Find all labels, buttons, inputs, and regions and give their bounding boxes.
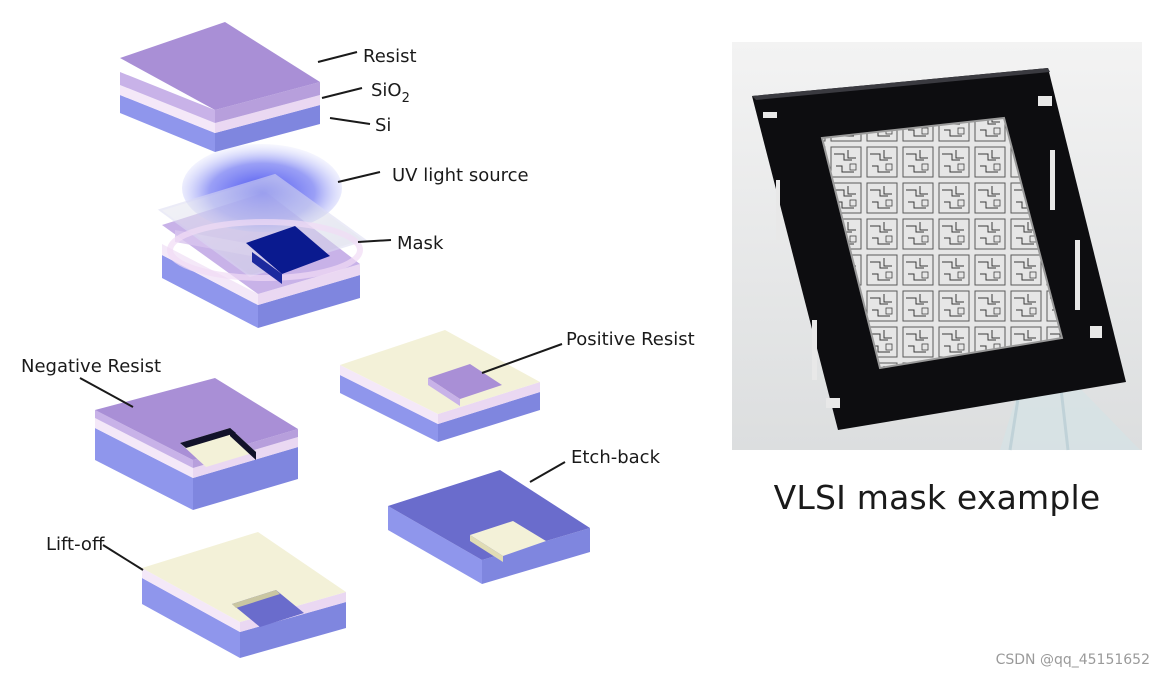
negative-resist-stack xyxy=(95,378,298,510)
label-positive-resist: Positive Resist xyxy=(566,329,695,350)
leader-si xyxy=(329,117,371,125)
label-mask: Mask xyxy=(397,233,444,254)
layer-stack-wafer xyxy=(120,22,320,152)
label-negative-resist: Negative Resist xyxy=(21,356,161,377)
leader-positive-resist xyxy=(481,343,563,374)
mask-pattern xyxy=(246,226,330,274)
lift-off-stack xyxy=(142,532,346,658)
leader-etch-back xyxy=(529,461,566,483)
leader-sio2 xyxy=(321,87,363,99)
label-si: Si xyxy=(375,115,391,136)
watermark: CSDN @qq_45151652 xyxy=(995,652,1150,668)
leader-uv xyxy=(337,171,381,183)
leader-resist xyxy=(317,51,358,63)
uv-exposure-stack xyxy=(157,144,368,328)
mask-alignment-marks xyxy=(763,96,1102,408)
leader-lift-off xyxy=(102,544,144,571)
label-resist: Resist xyxy=(363,46,417,67)
mask-pattern-area xyxy=(822,118,1062,368)
vlsi-mask-photo xyxy=(732,42,1142,451)
label-etch-back: Etch-back xyxy=(571,447,661,468)
label-uv-light-source: UV light source xyxy=(392,165,529,186)
leader-negative-resist xyxy=(79,377,134,408)
leader-mask xyxy=(357,239,392,243)
positive-resist-stack xyxy=(340,330,540,442)
photo-caption: VLSI mask example xyxy=(773,478,1101,517)
label-lift-off: Lift-off xyxy=(46,534,105,555)
etch-back-stack xyxy=(388,470,590,584)
label-sio2: SiO2 xyxy=(371,80,410,106)
